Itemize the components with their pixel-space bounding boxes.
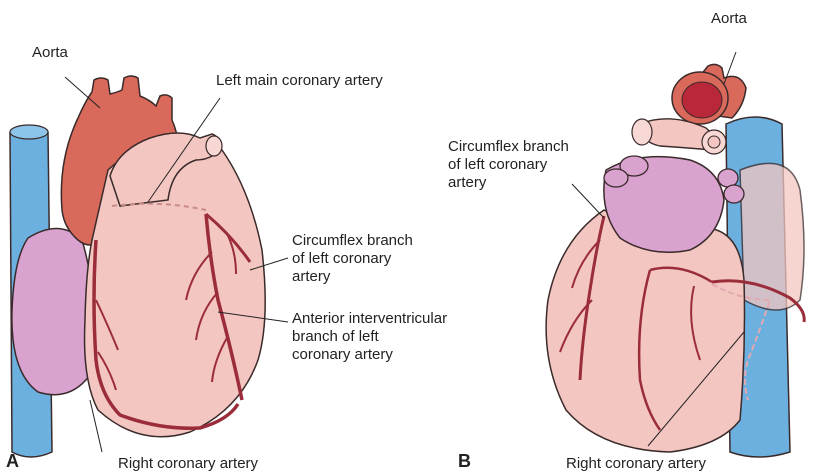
anterior-interventricular-label: Anterior interventricular branch of left… — [292, 310, 447, 364]
heart-anterior-view — [10, 76, 288, 457]
heart-posterior-view — [546, 52, 804, 457]
right-atrium-a — [12, 228, 94, 394]
panel-letter-a: A — [6, 451, 19, 472]
leader-circumflex-b — [572, 184, 604, 218]
ventricles-a — [85, 143, 266, 437]
aorta-label-b: Aorta — [711, 10, 747, 28]
circumflex-label-a: Circumflex branch of left coronary arter… — [292, 232, 413, 286]
circumflex-label-b: Circumflex branch of left coronary arter… — [448, 138, 569, 192]
left-main-coronary-label: Left main coronary artery — [216, 72, 383, 90]
panel-letter-b: B — [458, 451, 471, 472]
aorta-label-a: Aorta — [32, 44, 68, 62]
right-coronary-label-b: Right coronary artery — [566, 455, 706, 473]
right-coronary-label-a: Right coronary artery — [118, 455, 258, 473]
